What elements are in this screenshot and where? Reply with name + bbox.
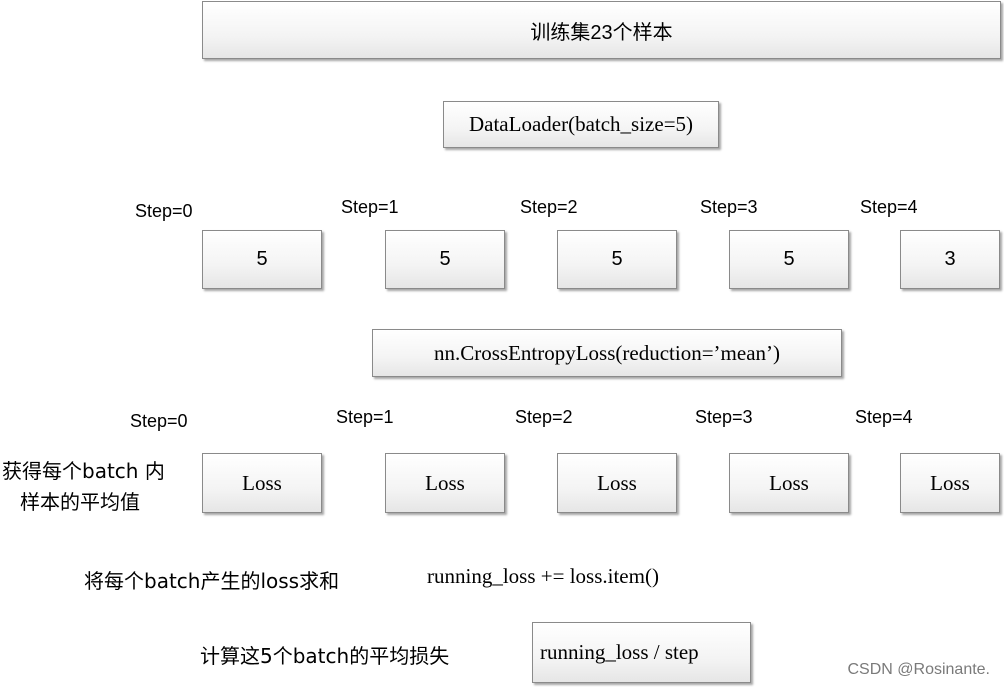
loss-value-2: Loss xyxy=(597,470,637,495)
dataset-box: 训练集23个样本 xyxy=(202,1,1001,59)
loss-value-0: Loss xyxy=(242,470,282,495)
batch-size-1: 5 xyxy=(439,248,451,270)
batch-size-2: 5 xyxy=(611,248,623,270)
avg-box: running_loss / step xyxy=(532,622,751,683)
loss-value-3: Loss xyxy=(769,470,809,495)
loss-value-4: Loss xyxy=(930,470,970,495)
batch-step-label-0: Step=0 xyxy=(135,201,193,221)
loss-note-line2: 样本的平均值 xyxy=(20,490,140,514)
loss-box-3: Loss xyxy=(729,453,849,513)
loss-box-2: Loss xyxy=(557,453,677,513)
dataset-label: 训练集23个样本 xyxy=(530,21,673,44)
batch-step-label-1: Step=1 xyxy=(341,197,399,217)
loss-box-1: Loss xyxy=(385,453,505,513)
batch-box-0: 5 xyxy=(202,230,322,289)
loss-note-line1: 获得每个batch 内 xyxy=(2,459,165,483)
avg-note: 计算这5个batch的平均损失 xyxy=(200,644,450,668)
dataloader-box: DataLoader(batch_size=5) xyxy=(443,101,719,148)
avg-label: running_loss / step xyxy=(540,640,699,664)
sum-code: running_loss += loss.item() xyxy=(427,564,659,588)
dataloader-label: DataLoader(batch_size=5) xyxy=(468,112,694,136)
batch-size-4: 3 xyxy=(944,248,956,270)
loss-fn-box: nn.CrossEntropyLoss(reduction=’mean’) xyxy=(372,329,842,377)
batch-box-2: 5 xyxy=(557,230,677,289)
batch-step-label-3: Step=3 xyxy=(700,197,758,217)
loss-step-label-4: Step=4 xyxy=(855,407,913,427)
loss-fn-label: nn.CrossEntropyLoss(reduction=’mean’) xyxy=(433,340,781,365)
loss-step-label-0: Step=0 xyxy=(130,411,188,431)
batch-step-label-4: Step=4 xyxy=(860,197,918,217)
loss-step-label-1: Step=1 xyxy=(336,407,394,427)
loss-box-4: Loss xyxy=(900,453,1000,513)
sum-note: 将每个batch产生的loss求和 xyxy=(84,569,340,593)
loss-step-label-2: Step=2 xyxy=(515,407,573,427)
batch-step-label-2: Step=2 xyxy=(520,197,578,217)
batch-box-1: 5 xyxy=(385,230,505,289)
batch-size-3: 5 xyxy=(783,248,795,270)
batch-box-4: 3 xyxy=(900,230,1000,289)
batch-size-0: 5 xyxy=(256,248,268,270)
loss-step-label-3: Step=3 xyxy=(695,407,753,427)
watermark: CSDN @Rosinante. xyxy=(847,661,990,678)
batch-box-3: 5 xyxy=(729,230,849,289)
loss-value-1: Loss xyxy=(425,470,465,495)
loss-box-0: Loss xyxy=(202,453,322,513)
